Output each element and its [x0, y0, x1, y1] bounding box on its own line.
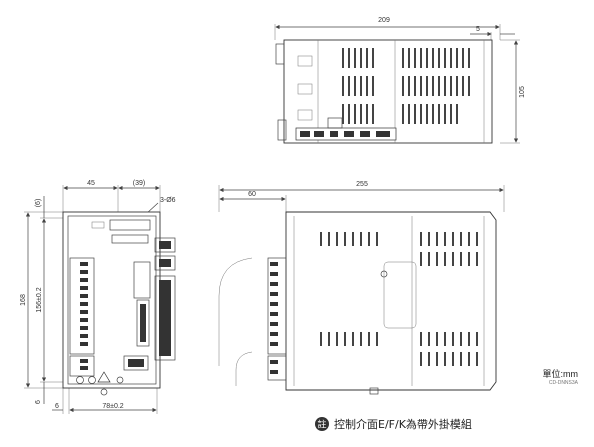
front-view: 45 (39) 3-Ø6 (6) 168 156±0.2 6 6 78±0.2 — [20, 180, 176, 414]
dim-top-width: 209 — [378, 17, 390, 24]
front-terminals — [80, 262, 88, 346]
dim-front-mid: (39) — [133, 180, 145, 187]
note: 註 控制介面E/F/K為帶外掛模組 — [315, 417, 472, 431]
top-view: 209 5 105 — [274, 17, 526, 144]
dim-front-bottom-left: 6 — [55, 403, 59, 410]
note-badge-circle — [315, 417, 329, 431]
dim-front-left: 45 — [87, 180, 95, 187]
dim-front-height-total: 168 — [20, 294, 27, 306]
dim-top-height: 105 — [519, 86, 526, 98]
note-badge: 註 — [317, 419, 326, 431]
top-vents — [342, 48, 470, 124]
dim-front-top-small: (6) — [35, 199, 42, 208]
code-label: CD-DNNS3A — [549, 380, 579, 386]
dim-side-left: 60 — [248, 191, 256, 198]
dim-front-bottom-small: 6 — [35, 400, 42, 404]
note-text: 控制介面E/F/K為帶外掛模組 — [334, 417, 472, 431]
dim-front-bottom-width: 78±0.2 — [102, 403, 123, 410]
side-terminals — [270, 262, 278, 346]
dim-front-height-inner: 156±0.2 — [36, 287, 43, 312]
side-vents — [320, 232, 478, 366]
dim-front-holes: 3-Ø6 — [160, 197, 176, 204]
side-view: 255 60 — [218, 181, 505, 395]
unit-label: 單位:mm — [543, 368, 579, 379]
dim-top-offset: 5 — [476, 26, 480, 33]
dim-side-width: 255 — [356, 181, 368, 188]
